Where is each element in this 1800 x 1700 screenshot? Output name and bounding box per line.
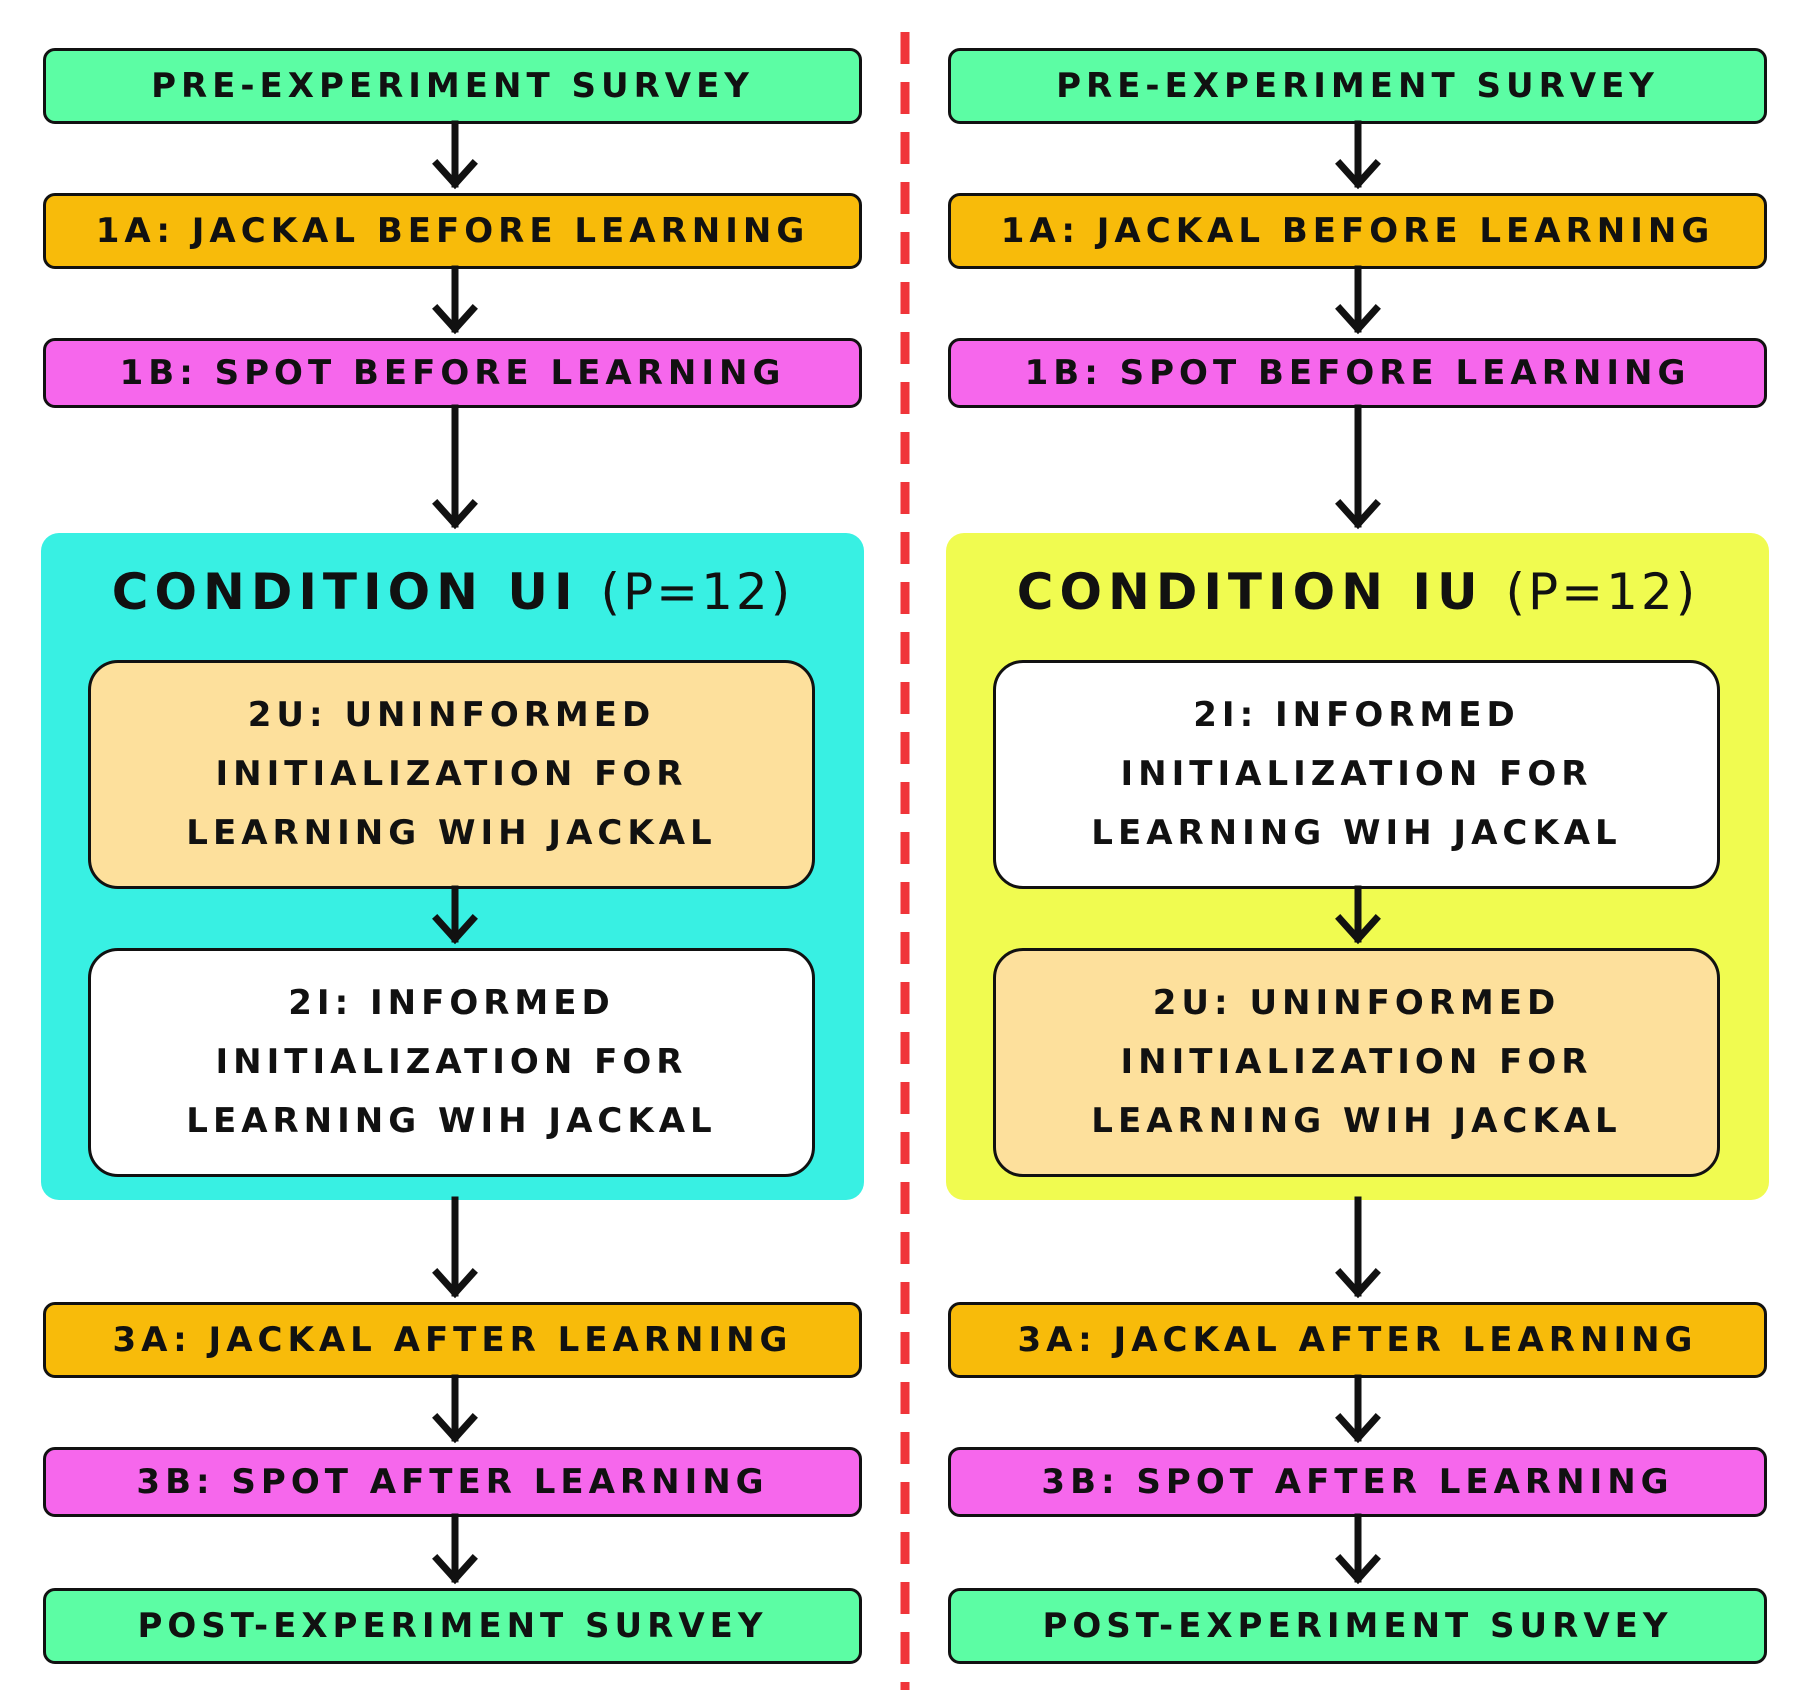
left-step-3b-box: 3B: SPOT AFTER LEARNING bbox=[43, 1447, 862, 1517]
left-pre-survey-label: PRE-EXPERIMENT SURVEY bbox=[151, 66, 754, 106]
right-arrow-3 bbox=[1335, 404, 1381, 530]
right-arrow-2 bbox=[1335, 265, 1381, 335]
right-pre-survey-box: PRE-EXPERIMENT SURVEY bbox=[948, 48, 1767, 124]
right-step-3b-label: 3B: SPOT AFTER LEARNING bbox=[1041, 1462, 1674, 1502]
right-step-1b-box: 1B: SPOT BEFORE LEARNING bbox=[948, 338, 1767, 408]
left-step-1a-label: 1A: JACKAL BEFORE LEARNING bbox=[95, 211, 810, 251]
right-arrow-6 bbox=[1335, 1374, 1381, 1444]
right-second-inner-label: 2U: UNINFORMED INITIALIZATION FOR LEARNI… bbox=[1091, 983, 1622, 1141]
left-step-3a-box: 3A: JACKAL AFTER LEARNING bbox=[43, 1302, 862, 1378]
right-condition-name: CONDITION IU bbox=[1016, 563, 1484, 621]
right-second-inner-box: 2U: UNINFORMED INITIALIZATION FOR LEARNI… bbox=[993, 948, 1720, 1177]
left-first-inner-label: 2U: UNINFORMED INITIALIZATION FOR LEARNI… bbox=[186, 695, 717, 853]
left-step-1b-box: 1B: SPOT BEFORE LEARNING bbox=[43, 338, 862, 408]
left-arrow-2 bbox=[432, 265, 478, 335]
left-second-inner-label: 2I: INFORMED INITIALIZATION FOR LEARNING… bbox=[186, 983, 717, 1141]
right-step-1b-label: 1B: SPOT BEFORE LEARNING bbox=[1024, 353, 1691, 393]
left-arrow-1 bbox=[432, 120, 478, 190]
left-second-inner-box: 2I: INFORMED INITIALIZATION FOR LEARNING… bbox=[88, 948, 815, 1177]
right-condition-title: CONDITION IU (P=12) bbox=[946, 563, 1769, 621]
left-arrow-6 bbox=[432, 1374, 478, 1444]
right-step-1a-box: 1A: JACKAL BEFORE LEARNING bbox=[948, 193, 1767, 269]
right-post-survey-box: POST-EXPERIMENT SURVEY bbox=[948, 1588, 1767, 1664]
left-step-1b-label: 1B: SPOT BEFORE LEARNING bbox=[119, 353, 786, 393]
left-first-inner-box: 2U: UNINFORMED INITIALIZATION FOR LEARNI… bbox=[88, 660, 815, 889]
left-pre-survey-box: PRE-EXPERIMENT SURVEY bbox=[43, 48, 862, 124]
right-pre-survey-label: PRE-EXPERIMENT SURVEY bbox=[1056, 66, 1659, 106]
right-step-3b-box: 3B: SPOT AFTER LEARNING bbox=[948, 1447, 1767, 1517]
left-post-survey-box: POST-EXPERIMENT SURVEY bbox=[43, 1588, 862, 1664]
right-post-survey-label: POST-EXPERIMENT SURVEY bbox=[1042, 1606, 1673, 1646]
right-arrow-4 bbox=[1335, 885, 1381, 945]
right-first-inner-label: 2I: INFORMED INITIALIZATION FOR LEARNING… bbox=[1091, 695, 1622, 853]
left-arrow-5 bbox=[432, 1196, 478, 1299]
right-step-3a-label: 3A: JACKAL AFTER LEARNING bbox=[1017, 1320, 1698, 1360]
left-arrow-3 bbox=[432, 404, 478, 530]
right-arrow-5 bbox=[1335, 1196, 1381, 1299]
right-step-3a-box: 3A: JACKAL AFTER LEARNING bbox=[948, 1302, 1767, 1378]
left-condition-name: CONDITION UI bbox=[111, 563, 579, 621]
right-condition-count: (P=12) bbox=[1505, 563, 1699, 621]
right-arrow-7 bbox=[1335, 1513, 1381, 1585]
left-step-3a-label: 3A: JACKAL AFTER LEARNING bbox=[112, 1320, 793, 1360]
left-arrow-4 bbox=[432, 885, 478, 945]
left-step-3b-label: 3B: SPOT AFTER LEARNING bbox=[136, 1462, 769, 1502]
left-condition-title: CONDITION UI (P=12) bbox=[41, 563, 864, 621]
left-arrow-7 bbox=[432, 1513, 478, 1585]
left-post-survey-label: POST-EXPERIMENT SURVEY bbox=[137, 1606, 768, 1646]
left-condition-count: (P=12) bbox=[600, 563, 794, 621]
right-step-1a-label: 1A: JACKAL BEFORE LEARNING bbox=[1000, 211, 1715, 251]
right-arrow-1 bbox=[1335, 120, 1381, 190]
